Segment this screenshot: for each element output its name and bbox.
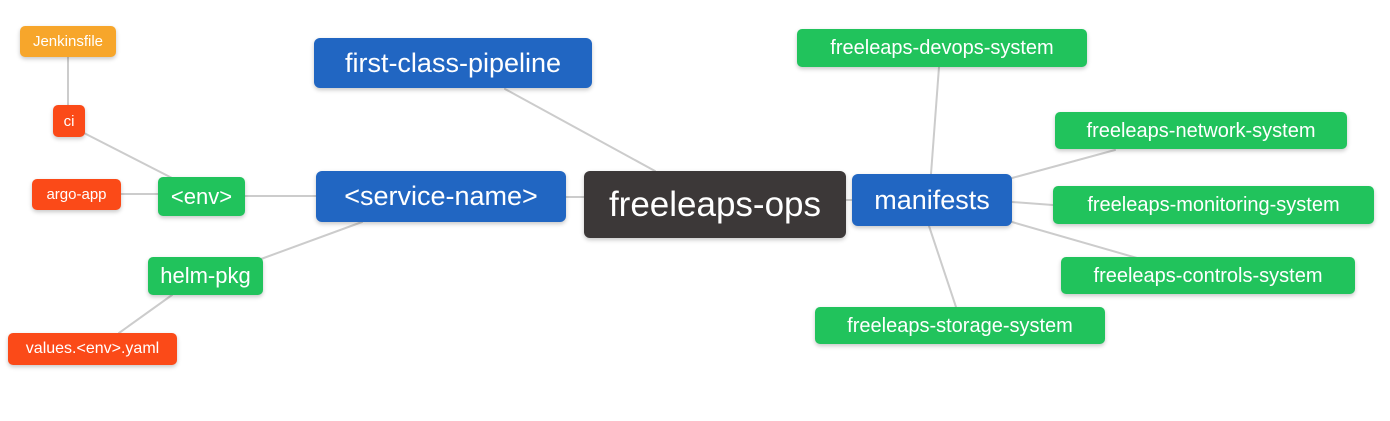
node-first-class-pipeline[interactable]: first-class-pipeline: [314, 38, 592, 88]
edge-helm-pkg-service-name: [260, 221, 363, 260]
edge-values-helm-pkg: [118, 294, 173, 334]
node-freeleaps-controls-system[interactable]: freeleaps-controls-system: [1061, 257, 1355, 294]
node-service-name[interactable]: <service-name>: [316, 171, 566, 222]
node-manifests[interactable]: manifests: [852, 174, 1012, 226]
node-values-env-yaml[interactable]: values.<env>.yaml: [8, 333, 177, 365]
node-freeleaps-devops-system[interactable]: freeleaps-devops-system: [797, 29, 1087, 67]
node-helm-pkg[interactable]: helm-pkg: [148, 257, 263, 295]
node-jenkinsfile[interactable]: Jenkinsfile: [20, 26, 116, 57]
edge-manifests-monitoring: [1011, 201, 1054, 206]
edge-manifests-controls: [1011, 221, 1138, 259]
edge-manifests-devops: [930, 66, 940, 175]
edge-manifests-storage: [928, 225, 957, 308]
node-freeleaps-ops-root[interactable]: freeleaps-ops: [584, 171, 846, 238]
node-freeleaps-network-system[interactable]: freeleaps-network-system: [1055, 112, 1347, 149]
node-freeleaps-storage-system[interactable]: freeleaps-storage-system: [815, 307, 1105, 344]
edge-first-class-pipeline-freeleaps-ops: [504, 88, 656, 172]
edge-ci-env: [81, 131, 173, 179]
node-argo-app[interactable]: argo-app: [32, 179, 121, 210]
edge-manifests-network: [1011, 149, 1116, 179]
node-env[interactable]: <env>: [158, 177, 245, 216]
node-ci[interactable]: ci: [53, 105, 85, 137]
node-freeleaps-monitoring-system[interactable]: freeleaps-monitoring-system: [1053, 186, 1374, 224]
